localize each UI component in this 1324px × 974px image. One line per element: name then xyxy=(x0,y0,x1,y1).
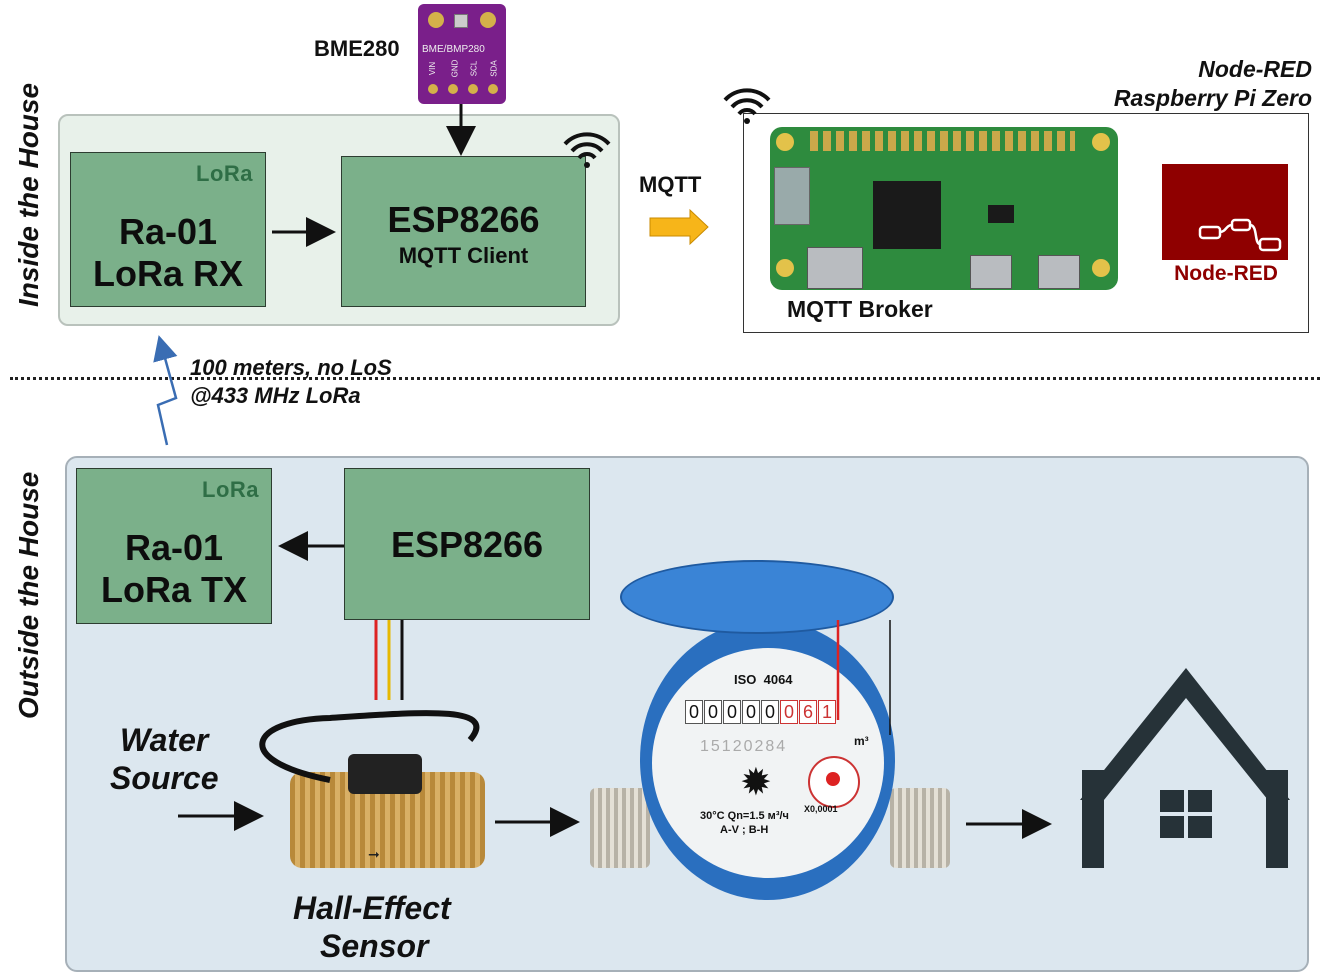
usb-power-port-icon xyxy=(1038,255,1080,289)
wifi-icon-esp xyxy=(563,132,611,168)
sensor-cable xyxy=(259,710,480,783)
meter-spec-1: 30°C Qn=1.5 м³/ч xyxy=(700,810,789,822)
meter-digit: 1 xyxy=(818,700,836,724)
water-source-label-2: Source xyxy=(110,760,219,796)
esp8266-sensor-title: ESP8266 xyxy=(390,524,544,565)
bme280-chip-label: BME/BMP280 xyxy=(422,44,485,55)
lora-tx-line2: LoRa TX xyxy=(100,569,247,610)
mqtt-broker-label: MQTT Broker xyxy=(787,296,933,322)
sensor-housing-icon xyxy=(348,754,422,794)
node-red-title-2: Raspberry Pi Zero xyxy=(1113,85,1312,111)
lora-tx-box: LoRa Ra-01 LoRa TX xyxy=(76,468,272,624)
meter-inlet-pipe xyxy=(590,788,650,868)
node-red-title-1: Node-RED xyxy=(1198,56,1312,82)
mqtt-arrow xyxy=(649,208,709,246)
mount-hole-icon xyxy=(1092,133,1110,151)
bme280-pin-icon xyxy=(488,84,498,94)
lora-rx-box: LoRa Ra-01 LoRa RX xyxy=(70,152,266,307)
bme280-pin-icon xyxy=(428,84,438,94)
bme280-sensor-icon xyxy=(454,14,468,28)
meter-digit: 0 xyxy=(780,700,798,724)
cpu-chip-icon xyxy=(873,181,941,249)
water-meter: ISO 4064 15120284 m³ ✹ X0,0001 30°C Qn=1… xyxy=(590,560,960,900)
wifi-icon-pi xyxy=(723,88,771,124)
house-icon xyxy=(1080,668,1290,868)
meter-digit: 0 xyxy=(685,700,703,724)
meter-star-icon: ✹ xyxy=(740,762,772,804)
gpio-header xyxy=(810,131,1075,151)
mount-hole-icon xyxy=(1092,259,1110,277)
water-source-label-1: Water xyxy=(120,722,209,758)
hall-effect-sensor: ➞ xyxy=(290,754,485,868)
meter-small-dial xyxy=(808,756,860,808)
lora-logo-rx: LoRa xyxy=(196,161,253,186)
node-red-logo-text: Node-RED xyxy=(1174,262,1278,285)
mqtt-label: MQTT xyxy=(639,172,702,197)
meter-dial-pointer-icon xyxy=(826,772,840,786)
link-frequency-label: @433 MHz LoRa xyxy=(190,383,361,408)
esp8266-client-title: ESP8266 xyxy=(387,199,540,240)
link-distance-label: 100 meters, no LoS xyxy=(190,355,392,380)
meter-unit: m³ xyxy=(854,734,869,748)
sd-card-slot-icon xyxy=(774,167,810,225)
lora-logo-tx: LoRa xyxy=(202,477,259,502)
meter-lid xyxy=(620,560,894,634)
bme280-hole-icon xyxy=(480,12,496,28)
hall-sensor-label-1: Hall-Effect xyxy=(293,890,451,926)
meter-digit: 0 xyxy=(723,700,741,724)
meter-serial: 15120284 xyxy=(700,738,788,755)
hall-sensor-label-2: Sensor xyxy=(320,928,429,964)
lora-link-arrow xyxy=(153,335,178,446)
usb-port-icon xyxy=(970,255,1012,289)
bme280-pin-icon xyxy=(468,84,478,94)
meter-outlet-pipe xyxy=(890,788,950,868)
raspberry-pi-zero-board xyxy=(770,127,1118,290)
lora-rx-line1: Ra-01 xyxy=(118,211,218,252)
meter-iso-label: ISO 4064 xyxy=(734,672,793,687)
node-red-flow-icon xyxy=(1198,218,1282,252)
lora-rx-line2: LoRa RX xyxy=(92,253,243,294)
house-boundary-divider xyxy=(10,377,1320,380)
bme280-label: BME280 xyxy=(314,36,400,61)
mount-hole-icon xyxy=(776,133,794,151)
bme280-hole-icon xyxy=(428,12,444,28)
mini-hdmi-port-icon xyxy=(807,247,863,289)
node-red-logo xyxy=(1162,164,1288,260)
meter-digit: 0 xyxy=(704,700,722,724)
esp8266-sensor-box: ESP8266 xyxy=(344,468,590,620)
mount-hole-icon xyxy=(776,259,794,277)
meter-digit: 0 xyxy=(761,700,779,724)
esp8266-client-box: ESP8266 MQTT Client xyxy=(341,156,586,307)
meter-dial-factor: X0,0001 xyxy=(804,804,838,814)
lora-tx-line1: Ra-01 xyxy=(124,527,224,568)
esp8266-client-subtitle: MQTT Client xyxy=(398,243,529,268)
flow-direction-icon: ➞ xyxy=(368,846,380,862)
meter-spec-2: A-V ; B-H xyxy=(720,824,769,836)
wifi-chip-icon xyxy=(988,205,1014,223)
meter-digit: 6 xyxy=(799,700,817,724)
bme280-pin-icon xyxy=(448,84,458,94)
meter-digit: 0 xyxy=(742,700,760,724)
